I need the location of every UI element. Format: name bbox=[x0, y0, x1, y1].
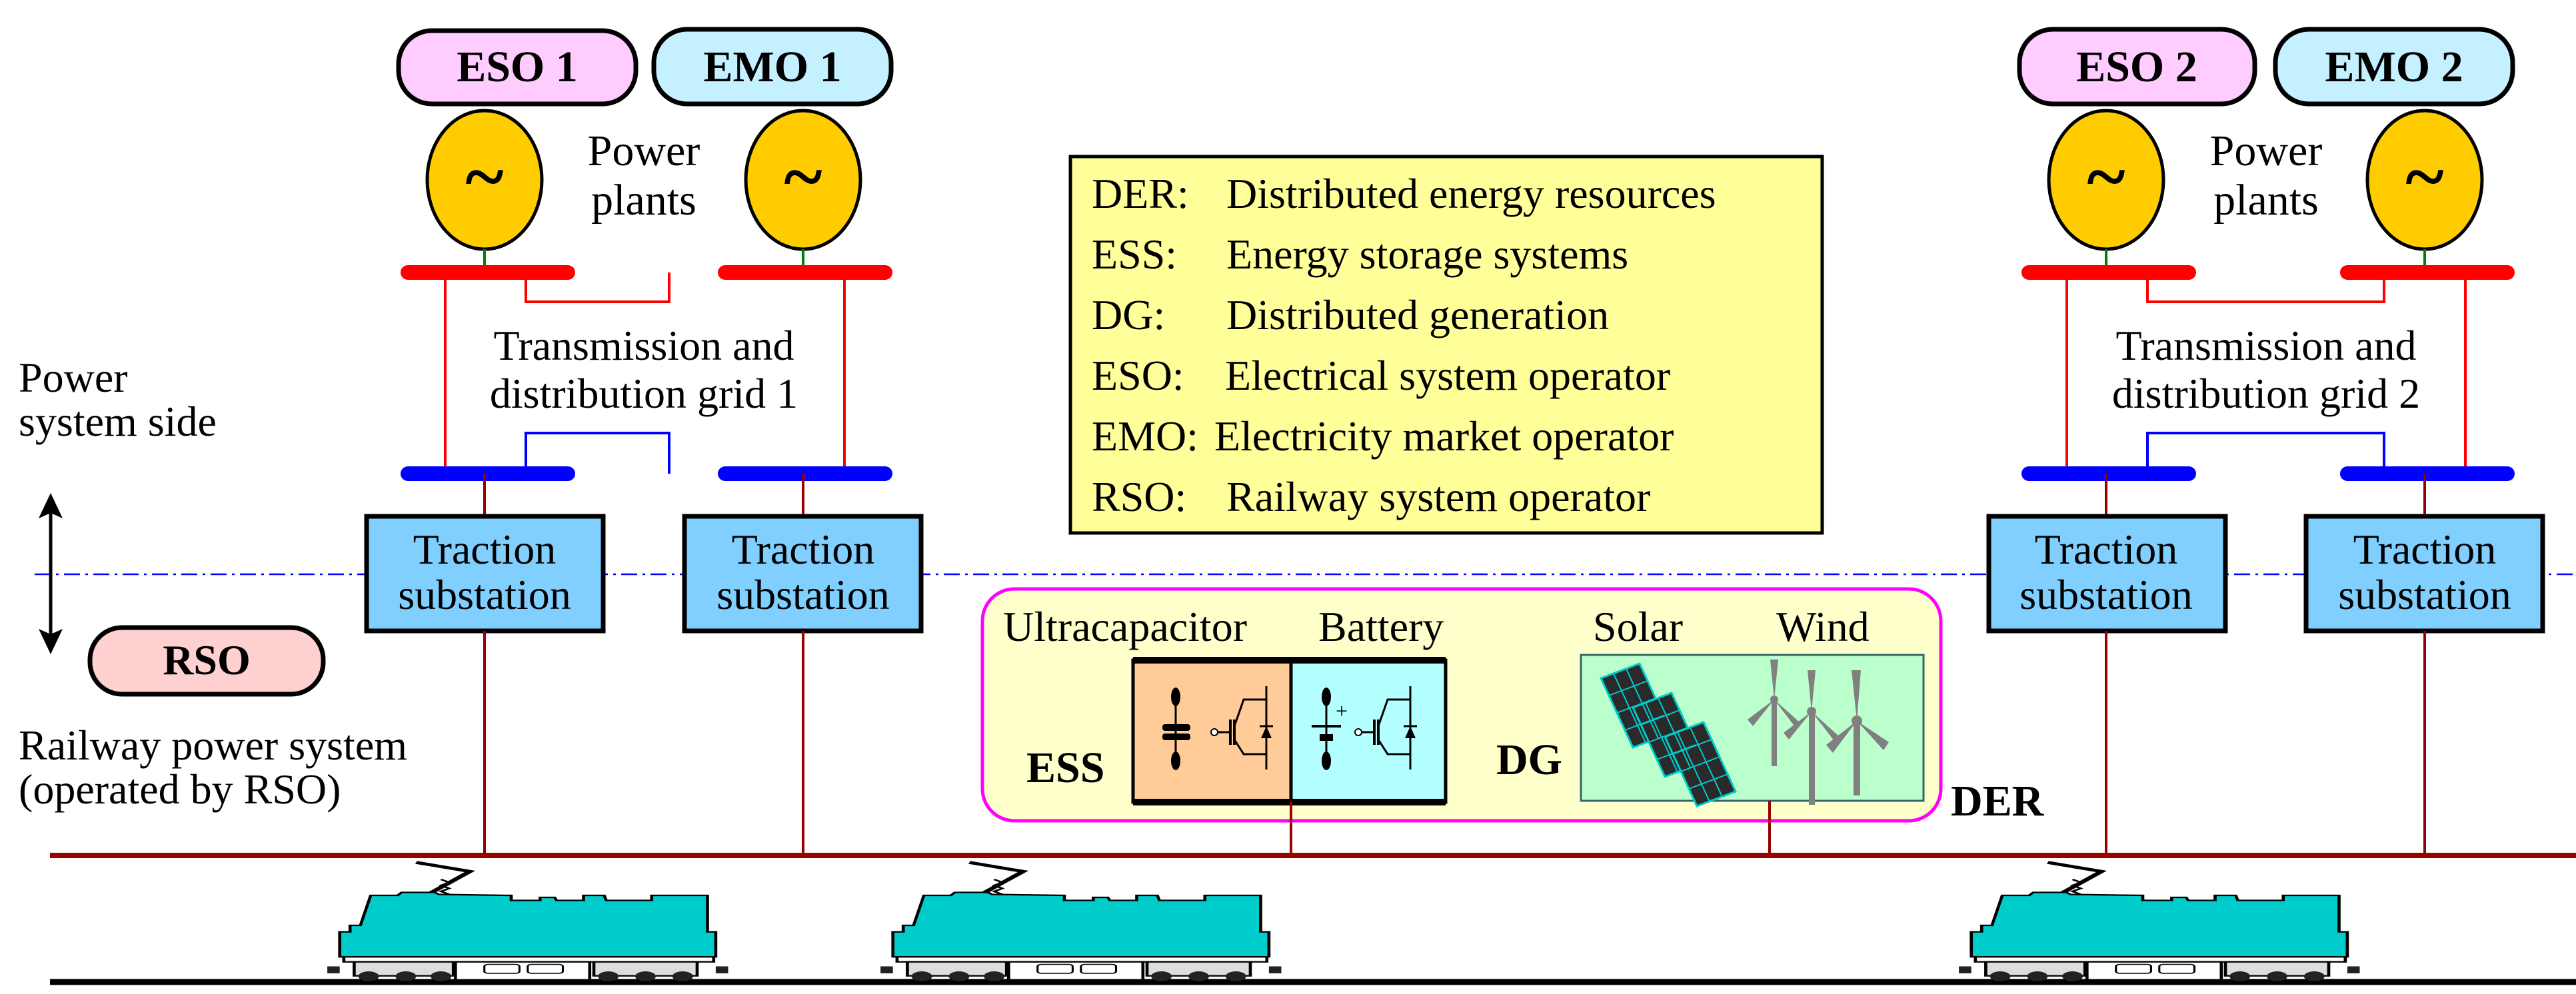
locomotive-icon bbox=[1959, 863, 2359, 982]
svg-text:Energy storage systems: Energy storage systems bbox=[1226, 231, 1628, 278]
svg-text:substation: substation bbox=[716, 571, 890, 618]
svg-text:ESO:: ESO: bbox=[1092, 352, 1184, 399]
legend-item: EMO: Electricity market operator bbox=[1092, 412, 1674, 460]
emo1-label: EMO 1 bbox=[703, 43, 841, 91]
svg-text:DG:: DG: bbox=[1092, 291, 1165, 338]
traction-substation: Traction substation bbox=[364, 514, 606, 634]
traction-substation: Traction substation bbox=[1986, 514, 2228, 634]
battery-icon: + bbox=[1312, 688, 1348, 770]
solar-panel-icon bbox=[1599, 662, 1738, 807]
svg-text:Distributed generation: Distributed generation bbox=[1226, 291, 1609, 338]
svg-text:RSO:: RSO: bbox=[1092, 473, 1186, 520]
battery-label: Battery bbox=[1318, 603, 1444, 650]
svg-text:Railway system operator: Railway system operator bbox=[1226, 473, 1650, 520]
railway-label-2: (operated by RSO) bbox=[19, 765, 341, 813]
svg-text:+: + bbox=[1336, 699, 1348, 723]
double-arrow-icon bbox=[39, 493, 63, 654]
power-plants-label-1: Power bbox=[588, 127, 700, 175]
locomotive-icon bbox=[880, 863, 1281, 982]
svg-text:Traction: Traction bbox=[2035, 526, 2178, 573]
emo2-box: EMO 2 bbox=[2273, 27, 2515, 107]
railway-label-1: Railway power system bbox=[19, 722, 407, 769]
der-label: DER bbox=[1951, 777, 2045, 825]
svg-text:~: ~ bbox=[784, 136, 822, 217]
eso2-box: ESO 2 bbox=[2017, 27, 2257, 107]
grid1-label-line2: distribution grid 1 bbox=[490, 370, 798, 417]
generator-icon: ~ bbox=[425, 109, 544, 251]
svg-text:Electrical system operator: Electrical system operator bbox=[1225, 352, 1670, 399]
svg-text:substation: substation bbox=[2019, 571, 2193, 618]
power-plants-label-2: plants bbox=[591, 176, 696, 225]
generator-icon: ~ bbox=[744, 109, 862, 251]
rso-label: RSO bbox=[163, 636, 251, 684]
legend-box: DER: Distributed energy resources ESS: E… bbox=[1068, 155, 1824, 535]
grid2-label-line1: Transmission and bbox=[2115, 322, 2416, 369]
igbt-icon bbox=[1354, 686, 1417, 769]
legend-item: DG: Distributed generation bbox=[1092, 291, 1609, 338]
grid1-label-line1: Transmission and bbox=[493, 322, 794, 369]
rso-box: RSO bbox=[87, 625, 326, 697]
grid-group-1: ESO 1 EMO 1 ~ ~ Power plants Transmissio… bbox=[396, 27, 894, 516]
svg-text:~: ~ bbox=[465, 136, 503, 217]
svg-text:Traction: Traction bbox=[413, 526, 557, 573]
eso1-box: ESO 1 bbox=[396, 28, 639, 107]
ess-label: ESS bbox=[1026, 744, 1104, 792]
generator-icon: ~ bbox=[2365, 109, 2484, 251]
dg-panel bbox=[1580, 654, 1925, 807]
svg-text:Traction: Traction bbox=[732, 526, 875, 573]
eso1-label: ESO 1 bbox=[457, 43, 578, 91]
svg-text:~: ~ bbox=[2405, 136, 2443, 217]
power-plants-label-1: Power bbox=[2210, 127, 2323, 175]
traction-substation: Traction substation bbox=[682, 514, 924, 634]
svg-text:substation: substation bbox=[2338, 571, 2511, 618]
solar-label: Solar bbox=[1593, 603, 1683, 650]
power-side-label-1: Power bbox=[19, 354, 128, 401]
traction-substation: Traction substation bbox=[2303, 514, 2545, 634]
locomotive-icon bbox=[327, 863, 728, 982]
legend-item: RSO: Railway system operator bbox=[1092, 473, 1650, 520]
ultracapacitor-label: Ultracapacitor bbox=[1003, 603, 1247, 650]
svg-text:DER:: DER: bbox=[1092, 170, 1189, 217]
eso2-label: ESO 2 bbox=[2076, 43, 2197, 91]
svg-text:Distributed energy resources: Distributed energy resources bbox=[1226, 170, 1716, 217]
dg-label: DG bbox=[1496, 736, 1562, 784]
legend-item: ESS: Energy storage systems bbox=[1092, 231, 1628, 278]
ultracapacitor-icon bbox=[1162, 688, 1190, 770]
igbt-icon bbox=[1210, 686, 1273, 769]
emo2-label: EMO 2 bbox=[2325, 43, 2463, 91]
grid-group-2: ESO 2 EMO 2 ~ ~ Power plants Transmissio… bbox=[2017, 27, 2515, 516]
wind-label: Wind bbox=[1776, 603, 1870, 650]
svg-text:Electricity market operator: Electricity market operator bbox=[1214, 412, 1674, 460]
ess-converter: + bbox=[1131, 657, 1448, 805]
emo1-box: EMO 1 bbox=[651, 27, 894, 107]
svg-text:substation: substation bbox=[398, 571, 571, 618]
svg-text:Traction: Traction bbox=[2353, 526, 2497, 573]
der-box: Ultracapacitor Battery Solar Wind ESS DG bbox=[980, 587, 1943, 855]
wind-turbine-icon bbox=[1784, 670, 1838, 805]
power-side-label-2: system side bbox=[19, 398, 217, 445]
svg-text:EMO:: EMO: bbox=[1092, 412, 1198, 460]
svg-text:~: ~ bbox=[2087, 136, 2125, 217]
legend-item: DER: Distributed energy resources bbox=[1092, 170, 1716, 217]
svg-text:ESS:: ESS: bbox=[1092, 231, 1177, 278]
wind-turbine-icon bbox=[1826, 670, 1889, 795]
generator-icon: ~ bbox=[2047, 109, 2165, 251]
power-plants-label-2: plants bbox=[2213, 176, 2319, 225]
wind-turbine-icon bbox=[1748, 660, 1800, 766]
grid2-label-line2: distribution grid 2 bbox=[2112, 370, 2420, 417]
legend-item: ESO: Electrical system operator bbox=[1092, 352, 1670, 399]
